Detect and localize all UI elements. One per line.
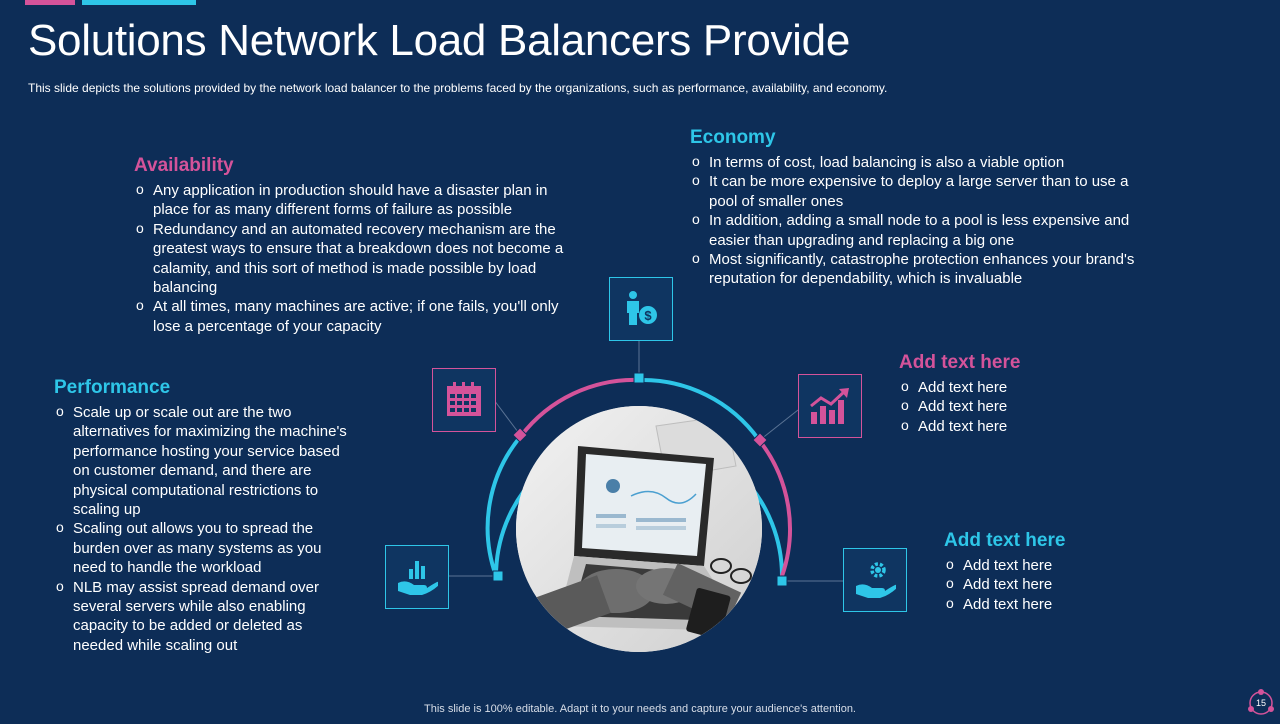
arc-cyan-right-top <box>638 377 761 442</box>
list-item: Add text here <box>944 555 1144 575</box>
addtext1-heading: Add text here <box>899 352 1021 373</box>
list-item: Any application in production should hav… <box>134 180 584 220</box>
economy-section: Economy In terms of cost, load balancing… <box>690 127 1140 289</box>
line-availability <box>493 399 522 437</box>
page-badge-icon <box>1248 689 1274 715</box>
economy-heading: Economy <box>690 127 776 148</box>
hand-chart-icon <box>385 545 449 609</box>
list-item: Scale up or scale out are the two altern… <box>54 402 354 519</box>
availability-section: Availability Any application in producti… <box>134 155 584 336</box>
marker-addtext1 <box>752 432 768 448</box>
slide-subtitle: This slide depicts the solutions provide… <box>28 81 888 95</box>
marker-addtext2 <box>776 575 788 587</box>
page-number: 15 <box>1255 698 1266 708</box>
person-dollar-icon: $ <box>609 277 673 341</box>
list-item: At all times, many machines are active; … <box>134 296 584 336</box>
list-item: Most significantly, catastrophe protecti… <box>690 249 1140 289</box>
marker-economy <box>633 372 645 384</box>
addtext2-heading: Add text here <box>944 530 1066 551</box>
list-item: Add text here <box>899 416 1099 436</box>
list-item: It can be more expensive to deploy a lar… <box>690 171 1140 211</box>
list-item: Add text here <box>944 574 1144 594</box>
list-item: Scaling out allows you to spread the bur… <box>54 518 354 577</box>
performance-section: Performance Scale up or scale out are th… <box>54 377 354 655</box>
addtext-section-2: Add text here Add text here Add text her… <box>944 530 1144 614</box>
list-item: In addition, adding a small node to a po… <box>690 210 1140 250</box>
list-item: In terms of cost, load balancing is also… <box>690 152 1140 172</box>
arc-cyan-left <box>485 434 523 577</box>
marker-availability <box>512 427 528 443</box>
list-item: Add text here <box>899 396 1099 416</box>
availability-list: Any application in production should hav… <box>134 180 584 336</box>
performance-list: Scale up or scale out are the two altern… <box>54 402 354 656</box>
availability-heading: Availability <box>134 155 234 176</box>
addtext2-list: Add text here Add text here Add text her… <box>944 555 1144 614</box>
addtext1-list: Add text here Add text here Add text her… <box>899 377 1099 436</box>
arc-pink-right <box>757 438 792 577</box>
slide-title: Solutions Network Load Balancers Provide <box>28 16 851 65</box>
list-item: NLB may assist spread demand over severa… <box>54 577 354 656</box>
hand-gear-icon <box>843 548 907 612</box>
list-item: Add text here <box>944 594 1144 614</box>
growth-chart-icon <box>798 374 862 438</box>
laptop-photo <box>516 406 762 652</box>
svg-text:$: $ <box>644 308 652 323</box>
accent-bar-pink <box>25 0 75 5</box>
page-number-badge: 15 <box>1245 687 1277 719</box>
addtext-section-1: Add text here Add text here Add text her… <box>899 352 1099 436</box>
accent-bar-cyan <box>82 0 196 5</box>
economy-list: In terms of cost, load balancing is also… <box>690 152 1140 289</box>
list-item: Redundancy and an automated recovery mec… <box>134 219 584 298</box>
arc-pink-left <box>519 377 640 438</box>
performance-heading: Performance <box>54 377 171 398</box>
footer-note: This slide is 100% editable. Adapt it to… <box>424 703 856 715</box>
list-item: Add text here <box>899 377 1099 397</box>
marker-performance <box>492 570 504 582</box>
line-addtext1 <box>759 409 799 441</box>
calendar-icon <box>432 368 496 432</box>
